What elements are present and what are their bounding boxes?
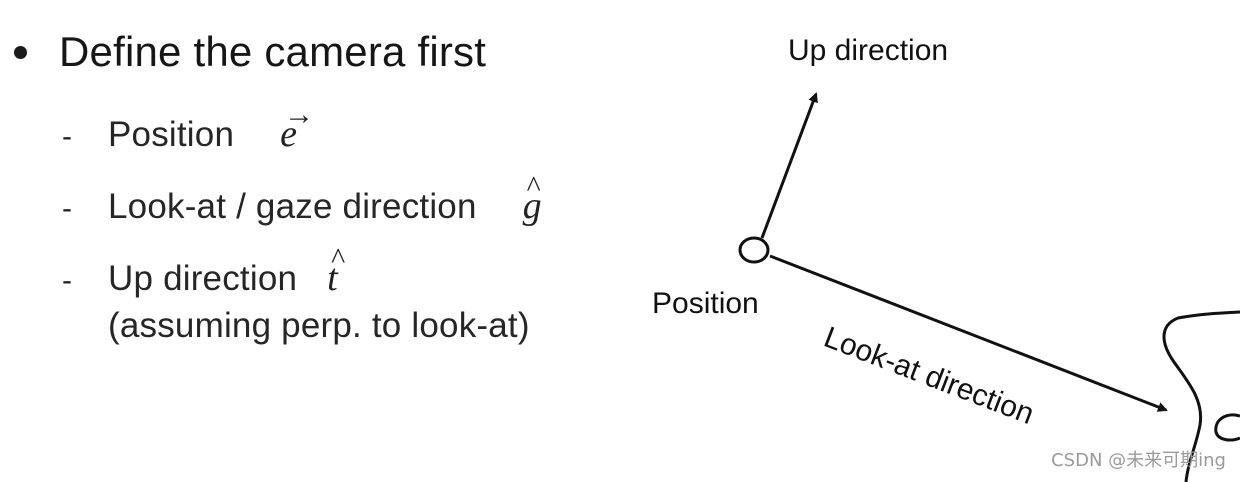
unit-t-symbol: ^ t bbox=[327, 242, 346, 299]
look-at-direction-arrow bbox=[769, 254, 1168, 412]
slide-text-panel: Define the camera first - Position → e -… bbox=[14, 28, 542, 345]
sub-dash: - bbox=[62, 120, 72, 153]
main-bullet: Define the camera first bbox=[14, 28, 486, 76]
bullet-dot-icon bbox=[14, 45, 27, 59]
hat-accent: ^ bbox=[526, 170, 541, 203]
sub-item-up: - Up direction ^ t bbox=[62, 242, 346, 300]
camera-position-circle bbox=[738, 236, 770, 264]
sub-item-label: Up direction bbox=[108, 259, 298, 298]
up-direction-arrow bbox=[760, 92, 818, 239]
sub-item-label: Look-at / gaze direction bbox=[108, 187, 477, 226]
unit-g-symbol: ^ g bbox=[522, 170, 542, 227]
sub-item-note: (assuming perp. to look-at) bbox=[108, 306, 530, 345]
sub-item-label: Position bbox=[108, 115, 235, 154]
vector-e-symbol: → e bbox=[280, 98, 315, 155]
object-partial-circle bbox=[1214, 413, 1240, 442]
sub-item-position: - Position → e bbox=[62, 98, 315, 156]
look-at-direction-label: Look-at direction bbox=[819, 321, 1038, 431]
vector-arrow-accent: → bbox=[284, 98, 315, 131]
sub-dash: - bbox=[62, 264, 72, 297]
up-direction-label: Up direction bbox=[788, 34, 948, 67]
sub-dash: - bbox=[62, 192, 72, 225]
position-label: Position bbox=[652, 287, 759, 320]
bullet-title: Define the camera first bbox=[59, 28, 487, 75]
watermark-text: CSDN @未来可期ing bbox=[1051, 450, 1226, 471]
sub-item-gaze: - Look-at / gaze direction ^ g bbox=[62, 170, 542, 228]
hat-accent: ^ bbox=[331, 242, 346, 275]
